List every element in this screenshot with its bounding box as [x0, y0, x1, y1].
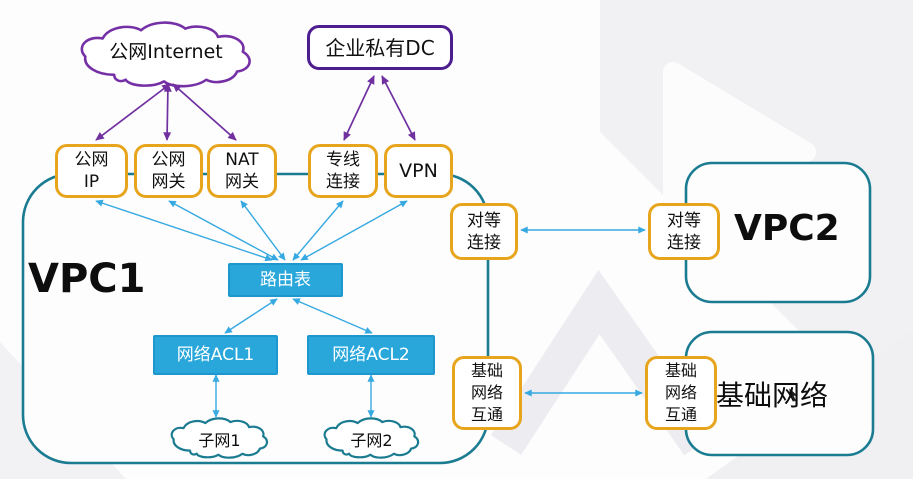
node-direct-connect: 专线 连接 [308, 144, 378, 198]
mouse-cursor [788, 385, 800, 403]
node-peering-connection-vpc1: 对等 连接 [450, 203, 518, 260]
node-public-ip-line1: 公网 [74, 150, 109, 170]
subnet2-cloud [325, 418, 418, 457]
node-basic-vpc1-line2: 网络 [470, 383, 503, 402]
node-direct-connect-line2: 连接 [326, 172, 360, 192]
node-nat-gateway-line2: 网关 [225, 172, 259, 192]
node-basic-interconnect-right: 基础 网络 互通 [645, 356, 717, 430]
node-network-acl2: 网络ACL2 [307, 335, 435, 375]
vpc2-region-label: VPC2 [734, 208, 840, 249]
node-direct-connect-line1: 专线 [326, 150, 360, 170]
node-nat-gateway: NAT 网关 [207, 144, 277, 198]
subnet1-cloud-label: 子网1 [198, 431, 241, 450]
purple-arrows [95, 75, 416, 141]
node-basic-interconnect-vpc1: 基础 网络 互通 [452, 356, 522, 430]
node-route-table: 路由表 [228, 263, 343, 297]
node-basic-vpc1-line1: 基础 [470, 361, 503, 380]
vpc1-region-label: VPC1 [28, 256, 146, 302]
node-basic-right-line3: 互通 [664, 405, 697, 424]
internet-cloud [82, 23, 250, 87]
node-peering-vpc2-line2: 连接 [667, 232, 701, 253]
node-network-acl1-label: 网络ACL1 [176, 345, 255, 365]
node-basic-right-line2: 网络 [664, 383, 697, 402]
node-public-ip-line2: IP [83, 172, 100, 192]
internet-cloud-label: 公网Internet [109, 41, 223, 63]
node-route-table-label: 路由表 [260, 270, 311, 290]
blue-arrows [95, 199, 646, 418]
node-public-gateway-line1: 公网 [151, 150, 186, 170]
node-peering-vpc1-line2: 连接 [467, 232, 501, 253]
node-peering-connection-vpc2: 对等 连接 [648, 203, 720, 260]
node-public-gateway: 公网 网关 [134, 144, 203, 198]
subnet2-cloud-label: 子网2 [350, 431, 393, 450]
subnet1-cloud [172, 418, 267, 457]
node-vpn: VPN [384, 144, 453, 198]
node-network-acl2-label: 网络ACL2 [332, 345, 410, 365]
node-nat-gateway-line1: NAT [225, 150, 259, 170]
node-enterprise-private-dc-label: 企业私有DC [325, 35, 435, 60]
node-peering-vpc2-line1: 对等 [667, 210, 701, 231]
node-basic-right-line1: 基础 [664, 361, 697, 380]
node-enterprise-private-dc: 企业私有DC [307, 25, 453, 70]
vpc1-boundary [21, 172, 490, 465]
node-basic-vpc1-line3: 互通 [470, 405, 503, 424]
node-vpn-label: VPN [399, 160, 438, 182]
node-public-gateway-line2: 网关 [151, 172, 186, 192]
node-peering-vpc1-line1: 对等 [467, 210, 501, 231]
basic-network-region-label: 基础网络 [716, 379, 829, 412]
node-network-acl1: 网络ACL1 [153, 335, 278, 375]
node-public-ip: 公网 IP [55, 144, 128, 198]
